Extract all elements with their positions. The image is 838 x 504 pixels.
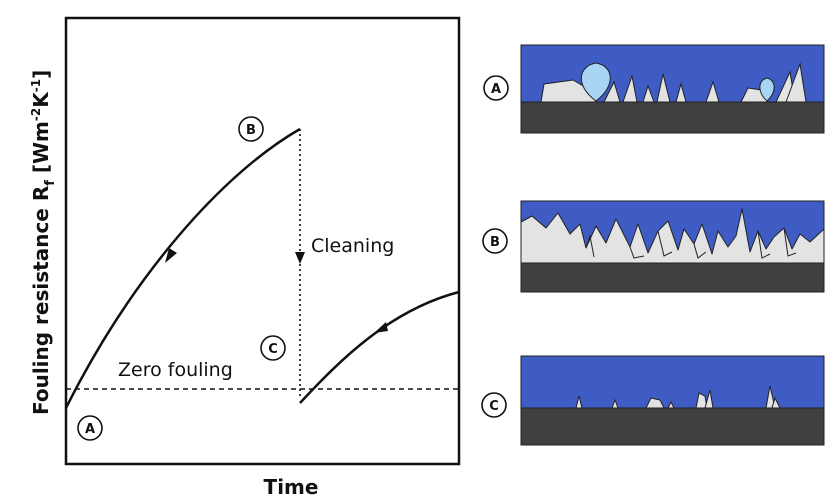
y-axis-label: Fouling resistance Rf [Wm-2K-1] bbox=[29, 70, 58, 415]
panel-c-deposits bbox=[575, 385, 781, 409]
panel-c-wall bbox=[520, 407, 825, 446]
svg-text:A: A bbox=[491, 82, 501, 97]
svg-text:C: C bbox=[489, 399, 499, 414]
panel-a: A bbox=[483, 44, 825, 134]
svg-text:B: B bbox=[246, 123, 256, 138]
plot-frame bbox=[64, 16, 461, 466]
svg-text:B: B bbox=[490, 235, 500, 250]
marker-b: B bbox=[238, 116, 264, 142]
panel-b-deposit-edges bbox=[585, 227, 797, 259]
panel-a-marker: A bbox=[483, 75, 509, 101]
cleaning-arrow-icon bbox=[295, 252, 305, 264]
marker-c: C bbox=[260, 335, 286, 361]
panel-b-wall bbox=[520, 262, 825, 293]
fouling-curve-second bbox=[299, 290, 460, 404]
panel-b-marker: B bbox=[482, 228, 508, 254]
bubble-small-icon bbox=[759, 77, 775, 102]
panel-b-deposit-layer bbox=[520, 208, 825, 264]
panel-c-fluid bbox=[520, 355, 825, 409]
svg-text:A: A bbox=[85, 422, 95, 437]
marker-a: A bbox=[77, 415, 103, 441]
svg-text:C: C bbox=[268, 342, 278, 357]
bubble-large-icon bbox=[580, 62, 611, 102]
panel-c: C bbox=[481, 355, 825, 446]
panel-a-wall bbox=[520, 101, 825, 134]
curve-arrow-first-icon bbox=[165, 248, 177, 263]
fouling-curve-first bbox=[64, 127, 301, 409]
curve-arrow-second-icon bbox=[374, 322, 388, 333]
panel-c-marker: C bbox=[481, 392, 507, 418]
x-axis-label: Time bbox=[264, 475, 319, 499]
cleaning-label: Cleaning bbox=[311, 235, 394, 257]
panel-b: B bbox=[482, 200, 825, 293]
zero-fouling-label: Zero fouling bbox=[118, 359, 233, 381]
